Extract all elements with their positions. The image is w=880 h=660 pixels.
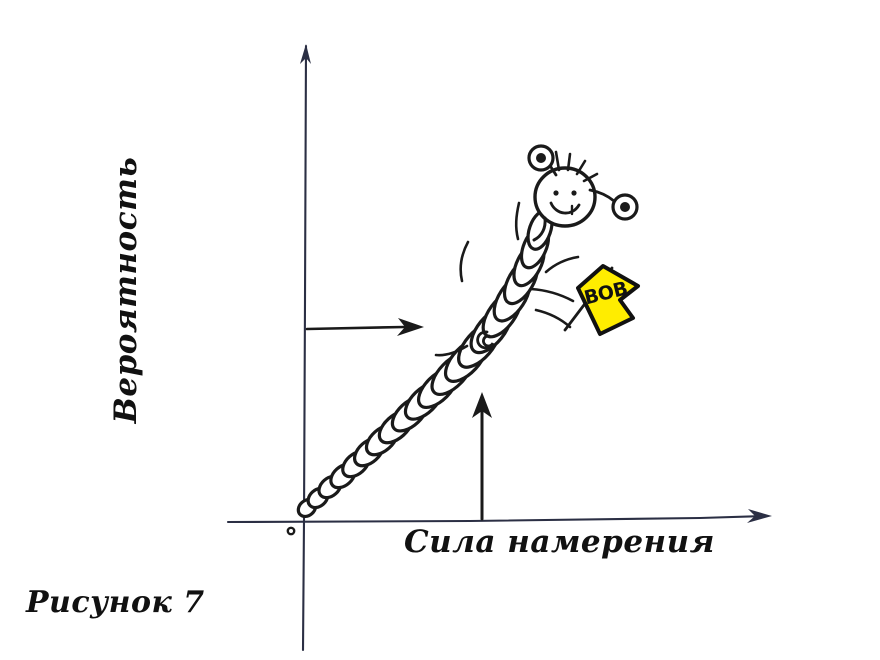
y-pointer-arrow-line [305, 325, 406, 331]
head-outline [533, 166, 597, 228]
y-axis-arrowhead-icon [300, 44, 311, 64]
y-axis-label: Вероятность [108, 156, 144, 424]
caterpillar-figure [296, 144, 640, 519]
pointer-arrows-group [305, 318, 492, 521]
caterpillar-head [532, 150, 599, 242]
x-axis-label: Сила намерения [404, 524, 715, 560]
hair-tufts-icon [554, 150, 599, 183]
x-pointer-arrowhead-icon [472, 392, 492, 418]
y-pointer-arrowhead-icon [397, 318, 424, 336]
y-axis-line [301, 44, 308, 652]
stalk-eye-right-pupil-icon [620, 202, 630, 212]
caterpillar-legs [434, 201, 521, 357]
caterpillar-body-segments [296, 209, 554, 519]
bob-flag-icon [576, 264, 640, 336]
head-eye-left-icon [553, 190, 559, 196]
body-spiral-curl-icon [476, 330, 495, 350]
origin-dot-icon [286, 526, 296, 536]
stalk-eye-left-pupil-icon [536, 153, 546, 163]
x-axis-arrowhead-icon [747, 509, 772, 523]
axes-group [226, 44, 772, 652]
head-neck-icon [532, 216, 547, 242]
stalk-eye-right-stem [588, 188, 616, 203]
x-axis-line [226, 514, 768, 524]
figure-caption: Рисунок 7 [26, 585, 205, 620]
head-eye-right-icon [571, 190, 577, 196]
stalk-eye-left [527, 144, 558, 177]
stalk-eye-right [588, 188, 639, 221]
head-smile-icon [549, 201, 581, 215]
